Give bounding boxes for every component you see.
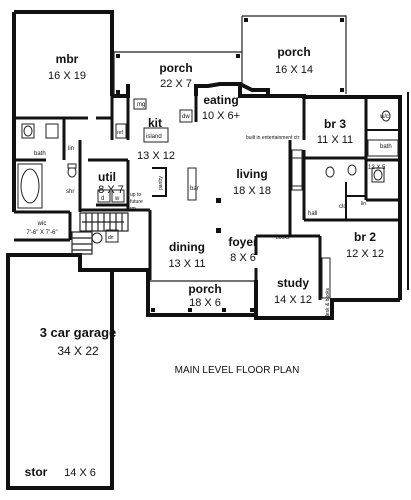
label-bath-br: bath xyxy=(380,144,392,150)
label-up-line-2: future xyxy=(130,199,143,205)
room-eating-name: eating xyxy=(203,93,238,107)
label-dw: dw xyxy=(182,114,190,120)
room-util-name: util xyxy=(98,170,116,184)
room-kit-name: kit xyxy=(148,116,162,130)
label-bath-br-dim: 12 X 5 xyxy=(368,165,386,171)
label-desk-books: desk & books xyxy=(325,287,331,318)
room-util-dim: 8 X 7 xyxy=(98,184,124,196)
label-hall: hall xyxy=(308,211,317,217)
room-br2-dim: 12 X 12 xyxy=(346,248,384,260)
room-br2-name: br 2 xyxy=(354,230,376,244)
stairs xyxy=(71,212,129,255)
room-stor-dim: 14 X 6 xyxy=(64,467,96,479)
room-living-dim: 18 X 18 xyxy=(233,185,271,197)
room-mbr-name: mbr xyxy=(56,52,79,66)
room-mbr-dim: 16 X 19 xyxy=(48,70,86,82)
label-up-line-1: up to xyxy=(130,192,141,198)
room-garage-name: 3 car garage xyxy=(40,325,117,340)
label-ref: ref xyxy=(117,130,123,136)
fixture-labels: bath lin shr wic 7'-6" X 7'-6" mg ref dw… xyxy=(26,102,391,318)
room-dining-name: dining xyxy=(169,240,205,254)
label-wic-mbr-dim: 7'-6" X 7'-6" xyxy=(26,230,57,236)
room-porch-top-right-dim: 16 X 14 xyxy=(275,64,313,76)
label-shr: shr xyxy=(66,189,74,195)
room-porch-top-right-name: porch xyxy=(277,45,310,59)
label-wic-br: w/c xyxy=(379,114,389,120)
room-br3-name: br 3 xyxy=(324,117,346,131)
room-stor-name: stor xyxy=(25,465,48,479)
room-porch-top-left-name: porch xyxy=(159,61,192,75)
room-study-name: study xyxy=(277,276,309,290)
label-dn: dn xyxy=(108,235,114,241)
label-mg: mg xyxy=(137,102,145,108)
label-up-line-3: rm xyxy=(130,206,136,212)
label-pantry: pantry xyxy=(158,176,164,190)
label-lin-br: lin xyxy=(361,201,366,207)
label-books: books xyxy=(276,235,290,241)
fixtures xyxy=(17,98,399,244)
room-foyer-dim: 8 X 6 xyxy=(230,252,256,264)
room-eating-dim: 10 X 6+ xyxy=(202,110,240,122)
label-island: island xyxy=(146,134,162,140)
room-porch-top-left-dim: 22 X 7 xyxy=(160,78,192,90)
room-kit-dim: 13 X 12 xyxy=(137,150,175,162)
room-foyer-name: foyer xyxy=(228,235,258,249)
label-wic-mbr: wic xyxy=(37,221,47,227)
porches xyxy=(113,15,347,312)
label-clo: clo xyxy=(339,204,347,210)
room-labels: mbr 16 X 19 porch 22 X 7 porch 16 X 14 e… xyxy=(25,45,384,479)
room-garage-dim: 34 X 22 xyxy=(57,344,99,358)
room-porch-front-name: porch xyxy=(188,282,221,296)
label-lin-mbr: lin xyxy=(68,146,74,152)
label-washer: w xyxy=(114,196,120,202)
label-built-in: built in entertainment ctr xyxy=(246,135,300,141)
plan-title: MAIN LEVEL FLOOR PLAN xyxy=(175,365,300,376)
label-bath-mbr: bath xyxy=(34,151,46,157)
label-bar: bar xyxy=(190,186,199,192)
room-living-name: living xyxy=(236,167,267,181)
room-study-dim: 14 X 12 xyxy=(274,294,312,306)
room-dining-dim: 13 X 11 xyxy=(168,258,205,270)
room-porch-front-dim: 18 X 6 xyxy=(189,297,221,309)
room-br3-dim: 11 X 11 xyxy=(317,134,353,146)
label-dryer: d xyxy=(101,196,104,202)
